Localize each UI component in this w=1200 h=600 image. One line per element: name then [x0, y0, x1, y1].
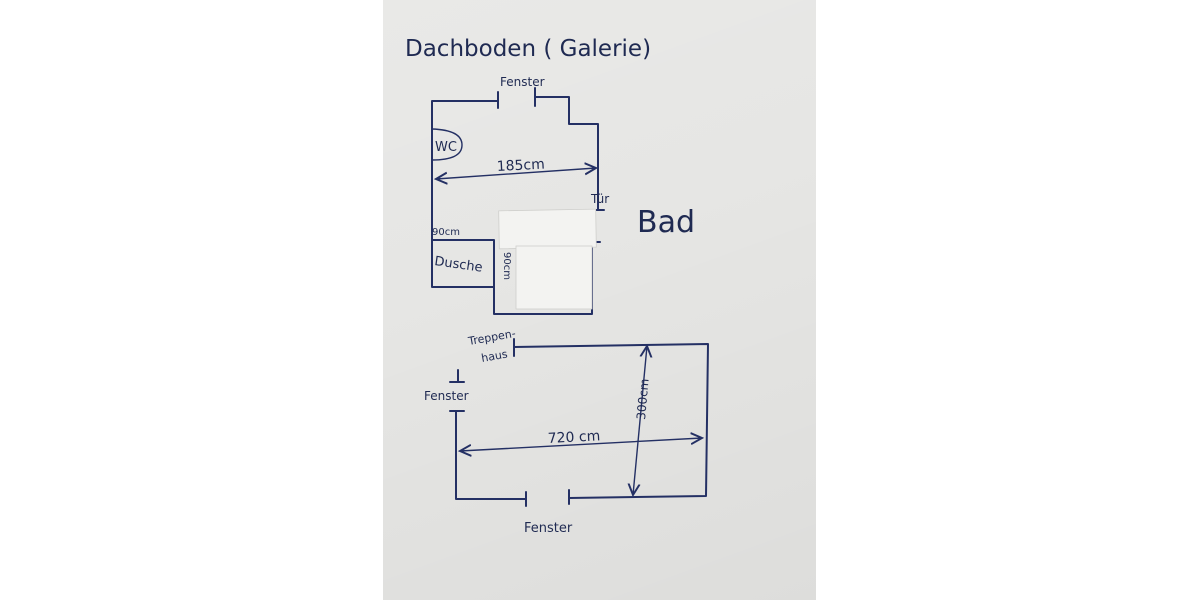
title: Dachboden ( Galerie): [405, 36, 651, 62]
upper-width-dimension-line: [436, 168, 596, 179]
lower-depth-dimension-line: [633, 346, 647, 495]
lower-width-dimension-line: [460, 438, 702, 451]
lower-width-dimension-label: 720 cm: [547, 428, 600, 447]
shower-depth-label: 90cm: [501, 252, 512, 280]
door-label: Tür: [590, 192, 609, 206]
wc-label: WC: [435, 140, 457, 155]
shower-walls: [431, 239, 495, 288]
shower-label: Dusche: [433, 254, 483, 276]
tape-patch-bottom: [515, 245, 593, 310]
left-window-label: Fenster: [424, 389, 469, 403]
tape-patch-top: [498, 208, 597, 250]
lower-depth-dimension-label: 300cm: [634, 378, 652, 420]
lower-plan-walls: [455, 343, 709, 500]
upper-window-label: Fenster: [500, 75, 545, 89]
shower-width-label: 90cm: [432, 227, 460, 238]
stairwell-label-line1: Treppen-: [466, 327, 516, 348]
wc-fixture: [431, 128, 463, 161]
upper-plan: Fenster WC 185cm Tür Bad 90cm Dusche 90c…: [431, 75, 695, 315]
room-label-bad: Bad: [637, 205, 695, 240]
upper-width-dimension-label: 185cm: [496, 157, 545, 175]
stairwell-label-line2: haus: [480, 348, 509, 365]
bottom-window-label: Fenster: [524, 521, 573, 536]
lower-plan: Treppen- haus Fenster Fenster 720 cm 300…: [424, 327, 709, 536]
